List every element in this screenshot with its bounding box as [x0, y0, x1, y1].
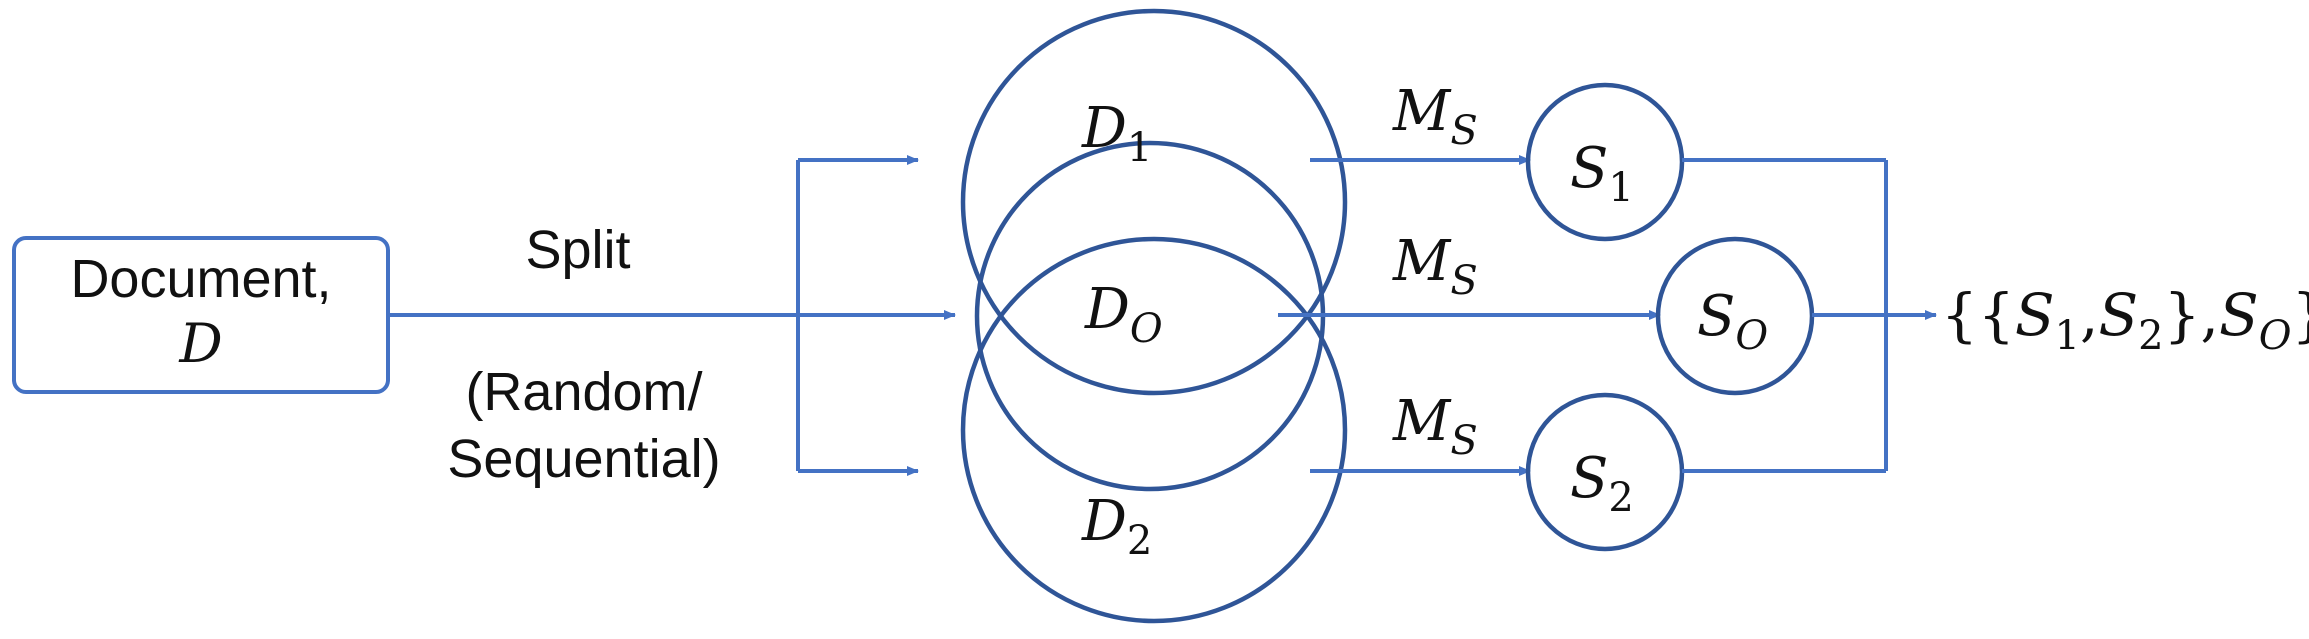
split-label: Split	[525, 220, 630, 280]
output-set-expression: {{S1,S2},SO}	[1941, 281, 2309, 359]
input-wires	[388, 155, 956, 476]
split-mode-line2: Sequential)	[447, 429, 720, 489]
d1-label: D1	[1081, 96, 1152, 171]
model-label-bottom: MS	[1392, 389, 1478, 464]
split-mode-line1: (Random/	[465, 362, 702, 422]
s1-label: S1	[1570, 136, 1634, 211]
document-label: Document,	[70, 249, 331, 309]
d1-circle	[960, 8, 1348, 396]
model-wires	[1278, 155, 1661, 476]
d2-label: D2	[1081, 489, 1152, 564]
do-label: DO	[1084, 277, 1163, 352]
s2-label: S2	[1570, 446, 1634, 521]
model-label-top: MS	[1392, 79, 1478, 154]
model-label-middle: MS	[1392, 229, 1478, 304]
output-wires	[1682, 158, 1937, 473]
document-variable: D	[178, 312, 222, 375]
d2-circle	[960, 236, 1348, 624]
so-label: SO	[1697, 284, 1768, 359]
